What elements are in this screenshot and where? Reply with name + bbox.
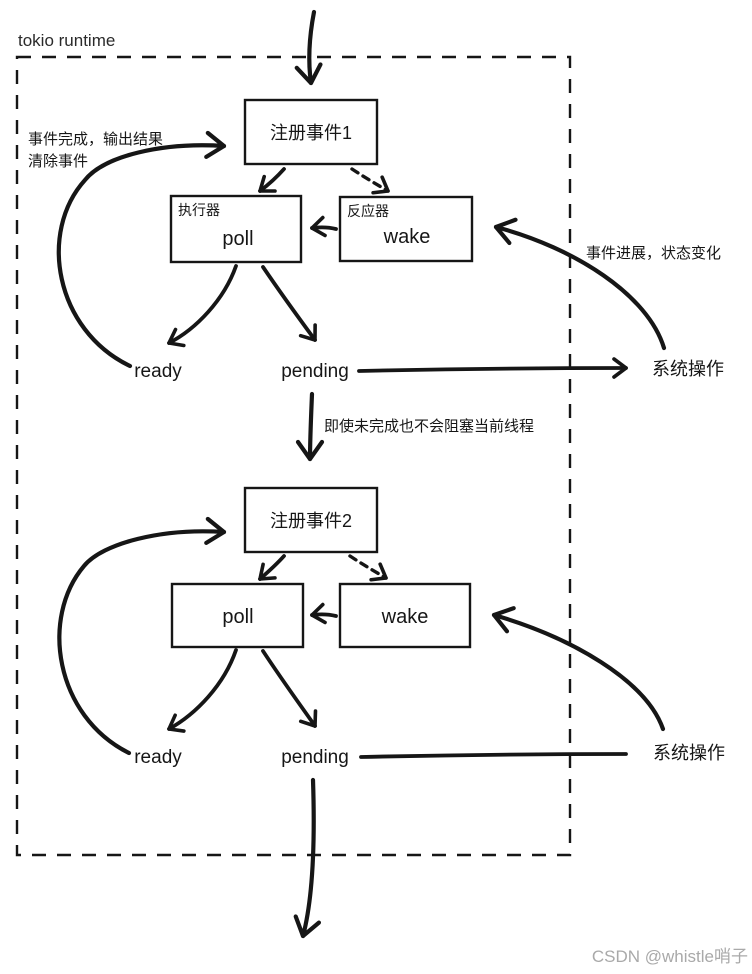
arrow-ready2-to-register2 bbox=[57, 516, 227, 756]
note-non-blocking: 即使未完成也不会阻塞当前线程 bbox=[324, 417, 534, 435]
system-op-2-label: 系统操作 bbox=[653, 743, 725, 763]
register-event-2-label: 注册事件2 bbox=[270, 511, 352, 531]
diagram-title: tokio runtime bbox=[18, 31, 115, 50]
pending-1-label: pending bbox=[281, 361, 349, 382]
watermark: CSDN @whistle哨子 bbox=[592, 947, 748, 966]
arrow-system-op1-to-wake1 bbox=[493, 217, 667, 351]
arrow-register2-to-wake2 bbox=[348, 554, 388, 582]
pending-2-label: pending bbox=[281, 747, 349, 768]
poll-1-box bbox=[169, 194, 303, 264]
ready-1-label: ready bbox=[134, 361, 182, 382]
arrow-poll2-to-pending2 bbox=[261, 649, 318, 728]
arrow-poll2-to-ready2 bbox=[167, 648, 238, 733]
arrow-pending1-to-register2 bbox=[295, 391, 325, 462]
arrow-pending1-to-system-op1 bbox=[357, 357, 628, 379]
arrow-register1-to-poll1 bbox=[258, 167, 286, 193]
reactor-corner-label: 反应器 bbox=[347, 203, 389, 219]
arrow-system-op2-to-wake2 bbox=[491, 606, 666, 732]
register-event-1-label: 注册事件1 bbox=[270, 123, 352, 143]
line-pending2-to-system-op2 bbox=[359, 752, 628, 759]
arrow-entry bbox=[294, 9, 323, 86]
arrow-wake2-to-poll2 bbox=[310, 602, 338, 625]
executor-corner-label: 执行器 bbox=[178, 202, 220, 218]
arrow-poll1-to-pending1 bbox=[261, 265, 317, 342]
poll-1-label: poll bbox=[222, 228, 253, 250]
arrow-ready1-to-register1 bbox=[56, 130, 227, 369]
arrow-poll1-to-ready1 bbox=[167, 264, 238, 348]
system-op-1-label: 系统操作 bbox=[652, 359, 724, 379]
wake-1-label: wake bbox=[383, 226, 431, 248]
arrow-wake1-to-poll1 bbox=[310, 215, 338, 238]
poll-2-label: poll bbox=[222, 606, 253, 628]
ready-2-label: ready bbox=[134, 747, 182, 768]
arrow-exit bbox=[293, 777, 322, 939]
register-event-2-box bbox=[243, 486, 379, 554]
register-event-1-box bbox=[243, 98, 379, 166]
wake-2-label: wake bbox=[381, 606, 429, 628]
note-event-complete-line2: 清除事件 bbox=[28, 153, 88, 170]
note-event-progress: 事件进展，状态变化 bbox=[586, 245, 721, 262]
tokio-runtime-boundary bbox=[15, 55, 572, 857]
arrow-register2-to-poll2 bbox=[258, 554, 286, 581]
wake-1-box bbox=[338, 195, 474, 263]
note-event-complete-line1: 事件完成，输出结果 bbox=[28, 131, 163, 148]
poll-2-box bbox=[170, 582, 305, 649]
arrow-register1-to-wake1 bbox=[350, 167, 390, 195]
wake-2-box bbox=[338, 582, 472, 649]
